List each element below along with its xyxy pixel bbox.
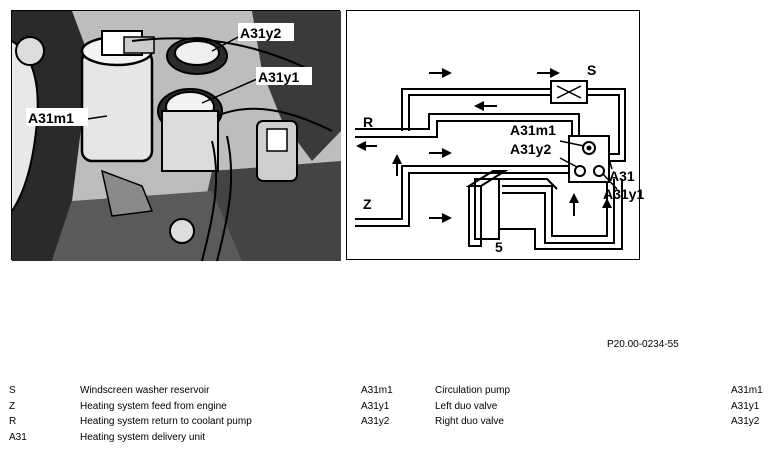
legend-description: Windscreen washer reservoir bbox=[80, 385, 210, 396]
legend-codes: S Z R A31 bbox=[9, 383, 27, 445]
figure-reference: P20.00-0234-55 bbox=[607, 339, 679, 350]
legend-component-code: A31y1 bbox=[361, 400, 390, 412]
legend-component-code: A31y2 bbox=[361, 416, 390, 427]
schematic-label-z: Z bbox=[363, 196, 372, 212]
legend-component-name: Right duo valve bbox=[435, 416, 504, 427]
photo-label-a31y1: A31y1 bbox=[258, 69, 299, 85]
schematic-label-a31y1: A31y1 bbox=[603, 186, 644, 202]
legend-description: Heating system delivery unit bbox=[80, 431, 206, 443]
legend-description: Heating system feed from engine bbox=[80, 400, 227, 412]
legend-component-code: A31y1 bbox=[731, 400, 760, 412]
legend-component-code: A31m1 bbox=[731, 385, 763, 396]
schematic-label-r: R bbox=[363, 114, 373, 130]
legend-component-name: Circulation pump bbox=[435, 385, 511, 396]
legend-code: R bbox=[9, 416, 17, 427]
photo-label-a31m1: A31m1 bbox=[28, 110, 74, 126]
heating-schematic: S R Z 5 A31m1 A31y2 A31 A31y1 bbox=[346, 10, 644, 260]
legend-code: S bbox=[9, 385, 16, 396]
legend-code: A31 bbox=[9, 431, 27, 443]
legend-component-codes: A31m1 A31y1 A31y2 bbox=[361, 383, 393, 430]
schematic-label-s: S bbox=[587, 62, 596, 78]
schematic-label-5: 5 bbox=[495, 239, 503, 255]
legend-description: Heating system return to coolant pump bbox=[80, 416, 252, 427]
legend-component-code: A31m1 bbox=[361, 385, 393, 396]
engine-bay-photo: A31m1 A31y2 A31y1 bbox=[11, 10, 341, 262]
schematic-label-a31: A31 bbox=[609, 168, 635, 184]
legend-component-code: A31y2 bbox=[731, 416, 760, 427]
legend-descriptions: Windscreen washer reservoir Heating syst… bbox=[80, 383, 252, 445]
legend-code: Z bbox=[9, 400, 16, 412]
legend-component-codes-far: A31m1 A31y1 A31y2 bbox=[731, 383, 763, 430]
schematic-label-a31m1: A31m1 bbox=[510, 122, 556, 138]
engine-bay-drawing: A31m1 A31y2 A31y1 bbox=[11, 11, 341, 262]
legend-component-name: Left duo valve bbox=[435, 400, 498, 412]
schematic-label-a31y2: A31y2 bbox=[510, 141, 551, 157]
legend-component-names: Circulation pump Left duo valve Right du… bbox=[435, 383, 510, 430]
photo-label-a31y2: A31y2 bbox=[240, 25, 281, 41]
schematic-drawing: S R Z 5 A31m1 A31y2 A31 A31y1 bbox=[355, 62, 644, 255]
